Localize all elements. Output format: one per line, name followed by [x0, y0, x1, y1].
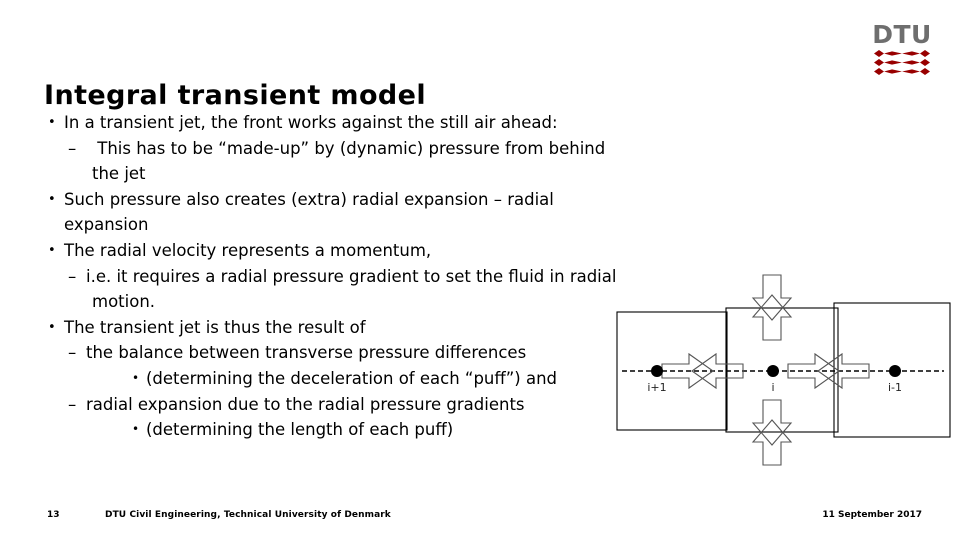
- footer-organization: DTU Civil Engineering, Technical Univers…: [105, 510, 391, 520]
- puff-model-diagram: i+1 i i-1: [600, 272, 960, 472]
- arrow-left-1: [691, 352, 744, 390]
- node-label-right: i-1: [888, 381, 902, 394]
- bullet-item: The radial velocity represents a momentu…: [44, 238, 704, 264]
- node-dot-right: [889, 365, 901, 377]
- dtu-logo: DTU: [872, 22, 932, 76]
- arrow-up-bottom: [751, 419, 793, 466]
- arrow-up-top: [751, 294, 793, 341]
- arrow-right-1: [661, 352, 714, 390]
- dtu-logo-bars: [872, 50, 932, 75]
- bullet-item: This has to be “made-up” by (dynamic) pr…: [68, 136, 704, 162]
- node-label-left: i+1: [647, 381, 666, 394]
- bullet-item: (determining the deceleration of each “p…: [130, 366, 704, 392]
- node-dot-left: [651, 365, 663, 377]
- bullet-item-continuation: the jet: [92, 164, 146, 184]
- arrow-right-2: [787, 352, 840, 390]
- dtu-logo-bar-3: [874, 68, 930, 75]
- footer-page-number: 13: [47, 510, 60, 520]
- bullet-item: Such pressure also creates (extra) radia…: [44, 187, 704, 213]
- dtu-logo-bar-2: [874, 59, 930, 66]
- bullet-item: radial expansion due to the radial press…: [68, 392, 704, 418]
- puff-model-svg: i+1 i i-1: [616, 274, 951, 466]
- node-dot-center: [767, 365, 779, 377]
- dtu-logo-wordmark: DTU: [872, 20, 932, 49]
- arrow-pair-vertical-bottom: [751, 399, 793, 466]
- node-label-center: i: [771, 381, 774, 394]
- arrow-left-2: [817, 352, 870, 390]
- puff-rect-right: [833, 302, 951, 438]
- bullet-item: i.e. it requires a radial pressure gradi…: [68, 264, 704, 290]
- bullet-item: In a transient jet, the front works agai…: [44, 110, 704, 136]
- bullet-item: The transient jet is thus the result of: [44, 315, 704, 341]
- arrow-down-bottom: [751, 399, 793, 446]
- page-title: Integral transient model: [44, 80, 427, 112]
- bullet-item-continuation: motion.: [92, 292, 156, 312]
- footer-date: 11 September 2017: [822, 510, 922, 520]
- dtu-logo-bar-1: [874, 50, 930, 57]
- arrow-down-top: [751, 274, 793, 321]
- bullet-list: In a transient jet, the front works agai…: [44, 110, 704, 443]
- arrow-pair-vertical-top: [751, 274, 793, 341]
- arrow-pair-horizontal-left: [661, 352, 744, 390]
- arrow-pair-horizontal-right: [787, 352, 870, 390]
- bullet-item: (determining the length of each puff): [130, 417, 704, 443]
- bullet-item-continuation: expansion: [64, 215, 149, 235]
- bullet-item: the balance between transverse pressure …: [68, 340, 704, 366]
